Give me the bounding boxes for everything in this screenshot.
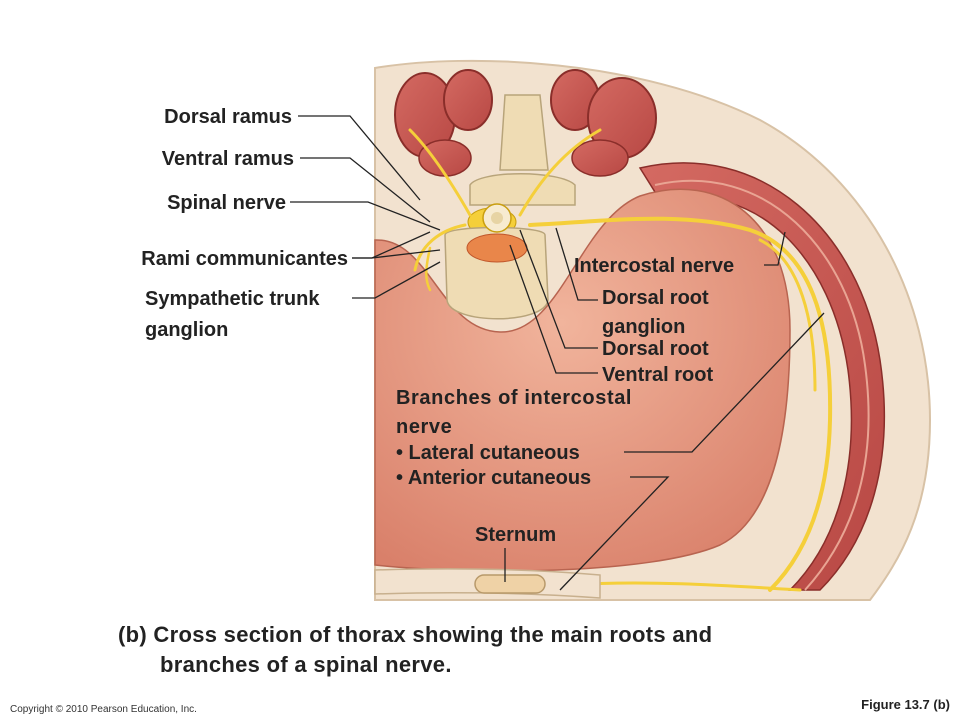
label-ventral-root: Ventral root xyxy=(602,364,713,386)
leader-drg xyxy=(555,227,598,301)
leader-dorsal-root xyxy=(519,229,598,349)
label-drg-line2: ganglion xyxy=(602,316,685,338)
label-sympathetic-ganglion: ganglion xyxy=(145,319,228,341)
leader-rami-2 xyxy=(352,249,441,259)
label-dorsal-root: Dorsal root xyxy=(602,338,709,360)
leader-lines xyxy=(290,115,825,591)
sternum-bone xyxy=(374,568,601,599)
leader-ventral-root xyxy=(509,244,598,374)
figure-number: Figure 13.7 (b) xyxy=(861,697,950,712)
leader-lateral-cutaneous xyxy=(624,312,825,453)
leader-ventral-ramus xyxy=(300,157,431,223)
back-muscles xyxy=(394,69,657,177)
intercostal-muscle-inner-line xyxy=(654,179,870,591)
leader-intercostal xyxy=(764,231,786,266)
leader-dorsal-ramus xyxy=(298,115,421,201)
label-sympathetic-trunk: Sympathetic trunk xyxy=(145,288,320,310)
label-sternum: Sternum xyxy=(475,524,556,546)
label-anterior-cutaneous: • Anterior cutaneous xyxy=(396,467,591,489)
label-intercostal-nerve: Intercostal nerve xyxy=(574,255,734,277)
leader-anterior-cutaneous xyxy=(559,476,670,591)
label-branches-line1: Branches of intercostal xyxy=(396,387,632,409)
nerve-paths xyxy=(408,128,833,592)
leader-spinal-nerve xyxy=(290,201,441,231)
label-lateral-cutaneous: • Lateral cutaneous xyxy=(396,442,580,464)
label-dorsal-ramus: Dorsal ramus xyxy=(164,106,292,128)
caption-line1: (b) Cross section of thorax showing the … xyxy=(118,622,712,647)
label-rami-communicantes: Rami communicantes xyxy=(141,248,348,270)
intercostal-muscle-band xyxy=(638,162,886,591)
leader-sympathetic xyxy=(352,261,441,299)
caption-line2: branches of a spinal nerve. xyxy=(160,652,452,677)
copyright-text: Copyright © 2010 Pearson Education, Inc. xyxy=(10,704,197,715)
label-drg-line1: Dorsal root xyxy=(602,287,709,309)
label-ventral-ramus: Ventral ramus xyxy=(162,148,294,170)
vertebra xyxy=(444,94,576,320)
label-branches-line2: nerve xyxy=(396,416,452,438)
label-spinal-nerve: Spinal nerve xyxy=(167,192,286,214)
